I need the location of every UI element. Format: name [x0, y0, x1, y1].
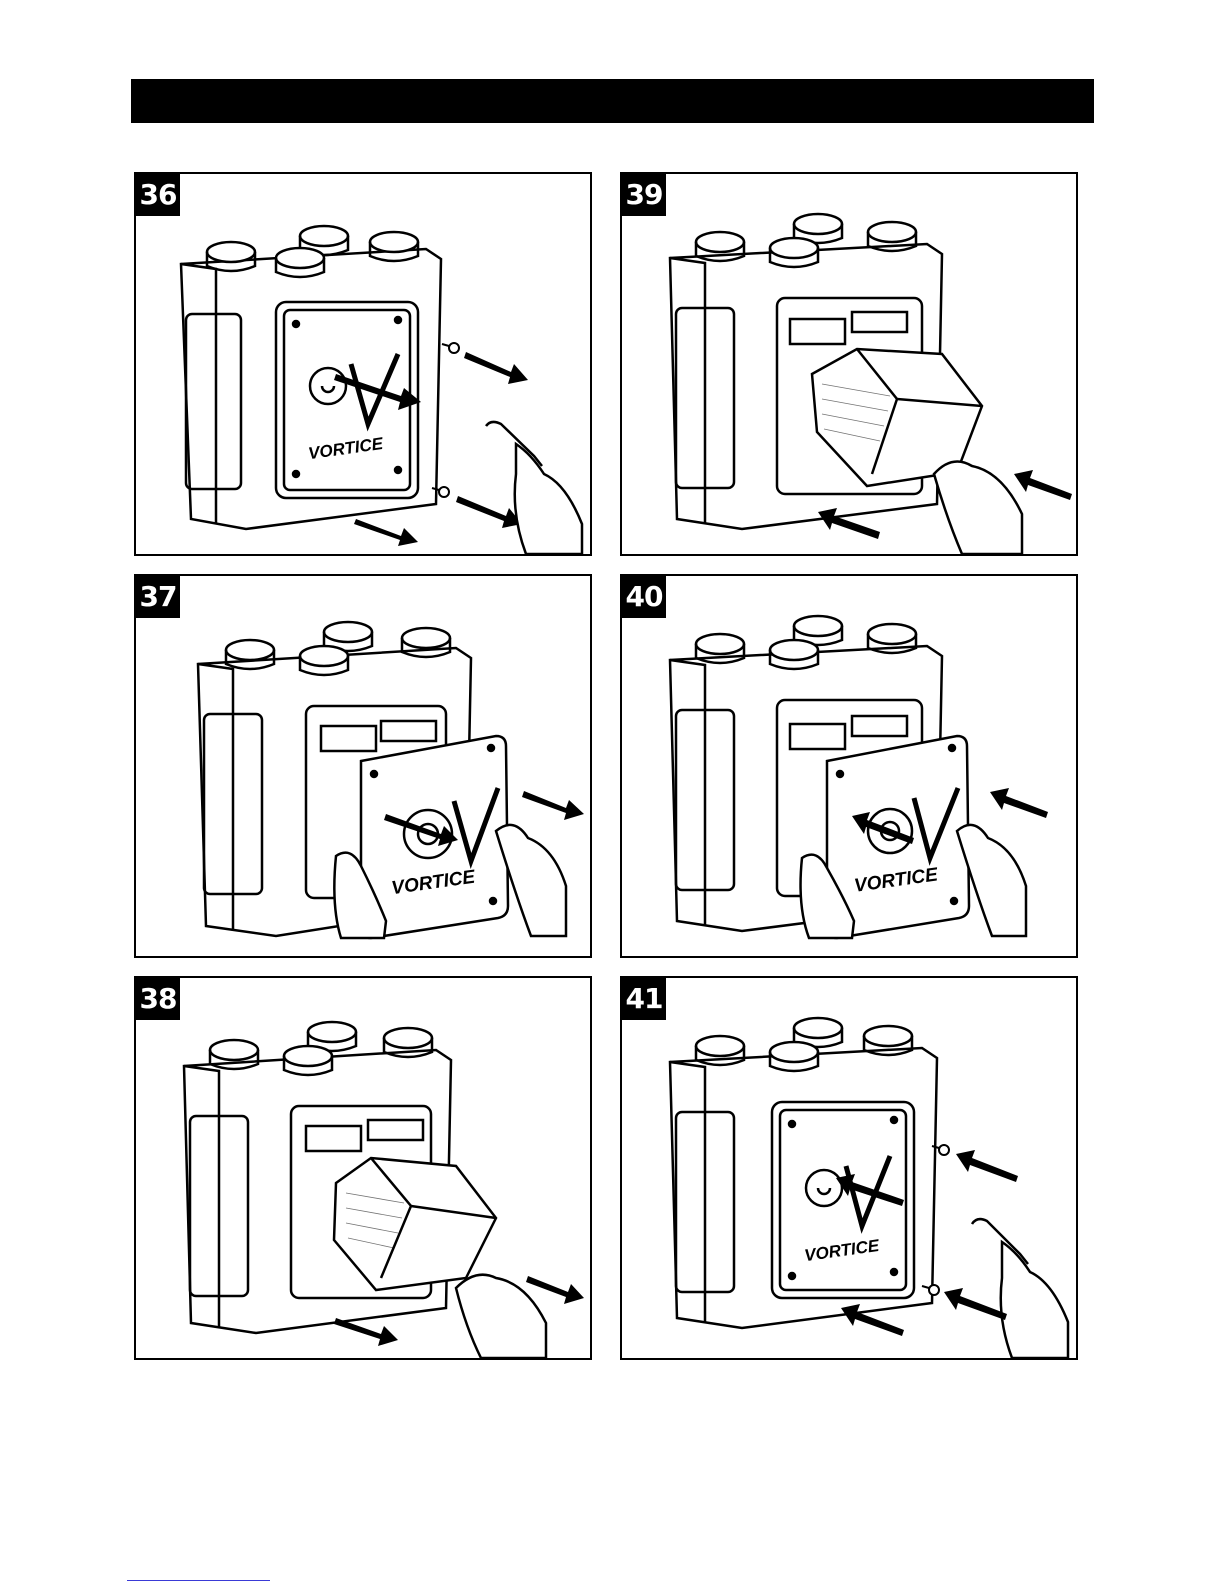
illustration-extract-exchanger [136, 978, 590, 1358]
step-number-badge: 41 [622, 978, 666, 1020]
section-header-bar [131, 79, 1094, 123]
step-panel-39: 39 [620, 172, 1078, 556]
step-number-badge: 36 [136, 174, 180, 216]
step-panel-40: 40 VORTICE [620, 574, 1078, 958]
illustration-refit-cover: VORTICE [622, 576, 1076, 956]
step-panel-41: 41 VORTICE [620, 976, 1078, 1360]
illustration-remove-cover: VORTICE [136, 576, 590, 956]
illustration-refit-screws: VORTICE [622, 978, 1076, 1358]
step-number-badge: 38 [136, 978, 180, 1020]
step-panel-38: 38 [134, 976, 592, 1360]
step-number-badge: 40 [622, 576, 666, 618]
step-number-badge: 39 [622, 174, 666, 216]
step-panel-36: 36 VORTICE [134, 172, 592, 556]
step-number-badge: 37 [136, 576, 180, 618]
illustration-insert-exchanger [622, 174, 1076, 554]
illustration-remove-screws: VORTICE [136, 174, 590, 554]
footer-link-underline[interactable] [127, 1580, 270, 1581]
step-panel-37: 37 VORTICE [134, 574, 592, 958]
